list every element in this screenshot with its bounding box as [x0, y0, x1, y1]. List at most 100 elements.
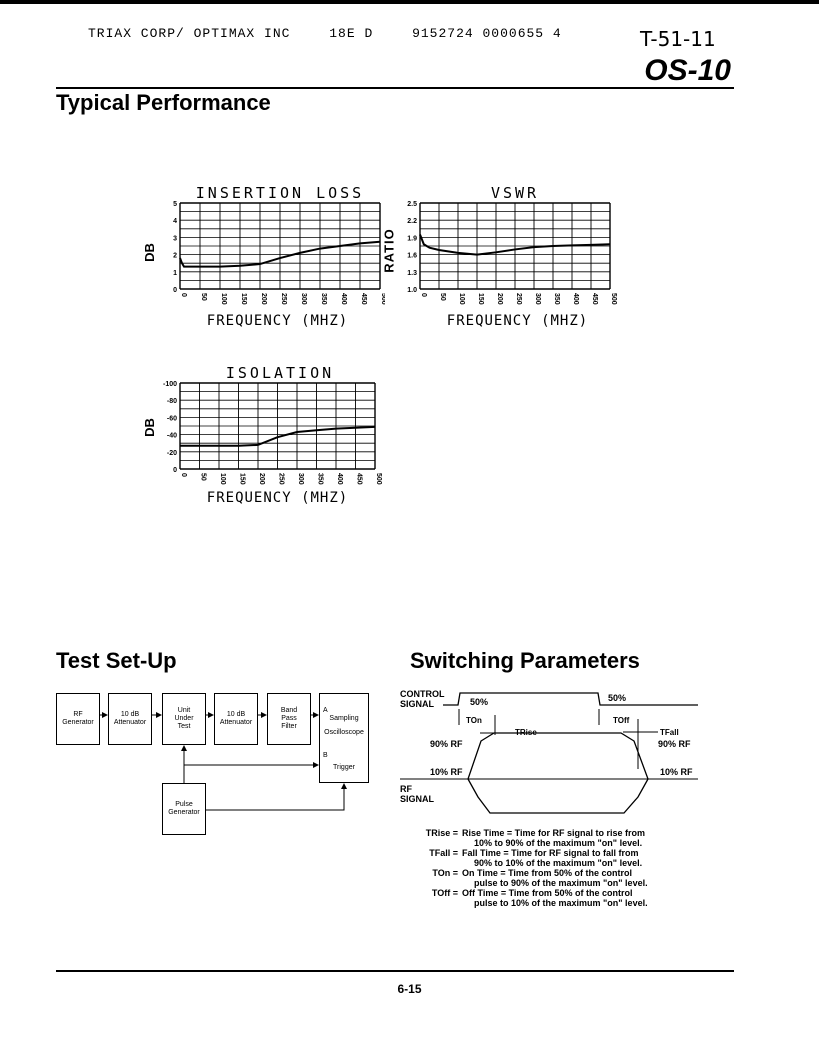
x-tick-label: 400 — [340, 293, 347, 305]
x-tick-label: 300 — [300, 293, 307, 305]
x-tick-label: 500 — [610, 293, 617, 305]
typical-performance-title: Typical Performance — [56, 90, 271, 115]
x-tick-label: 300 — [534, 293, 541, 305]
x-tick-label: 450 — [356, 473, 363, 485]
uut-label-3: Test — [177, 723, 191, 730]
pulse-generator-label-1: Pulse — [175, 801, 193, 808]
control-pulse-trace — [443, 692, 698, 706]
series-line — [180, 425, 376, 447]
definition-text: Rise Time = Time for RF signal to rise f… — [462, 828, 645, 848]
x-tick-label: 250 — [280, 293, 287, 305]
footer-rule — [56, 970, 734, 972]
y-tick-label: -20 — [167, 450, 177, 457]
y-tick-label: 0 — [173, 287, 177, 294]
attenuator-2-label-1: 10 dB — [226, 711, 246, 718]
series-line — [419, 234, 611, 256]
attenuator-1-label-2: Attenuator — [113, 719, 147, 726]
series-line — [179, 240, 381, 268]
chart-xlabel-isolation: FREQUENCY (MHZ) — [206, 490, 349, 506]
chart-xlabel-insertion-loss: FREQUENCY (MHZ) — [206, 313, 349, 329]
y-tick-label: -100 — [163, 381, 177, 388]
y-tick-label: 0 — [173, 467, 177, 474]
x-tick-label: 250 — [515, 293, 522, 305]
filter-label-3: Filter — [281, 723, 297, 730]
x-tick-label: 300 — [297, 473, 304, 485]
x-tick-label: 400 — [336, 473, 343, 485]
x-tick-label: 0 — [180, 473, 187, 477]
definition-text: Off Time = Time from 50% of the control … — [462, 888, 648, 908]
x-tick-label: 200 — [496, 293, 503, 305]
oscilloscope-box: A Sampling Oscilloscope B Trigger — [319, 693, 369, 783]
band-pass-filter-box: Band Pass Filter — [267, 693, 311, 745]
definition-symbol: TRise = — [425, 828, 458, 838]
rf-envelope-trace — [467, 732, 649, 780]
header-code-3: T-51-11 — [640, 27, 716, 51]
ton-label: TOn — [466, 716, 482, 725]
unit-under-test-box: Unit Under Test — [162, 693, 206, 745]
top-edge-rule — [0, 0, 819, 4]
pulse-generator-label-2: Generator — [168, 809, 200, 816]
x-tick-label: 150 — [240, 293, 247, 305]
rf-generator-label-1: RF — [73, 711, 83, 718]
port-b-label: B — [323, 752, 328, 759]
control-signal-label-1: CONTROL — [400, 689, 445, 699]
switching-timing-diagram: CONTROL SIGNAL 50% 50% TOn TOff TRise TF… — [400, 689, 698, 814]
uut-label-2: Under — [174, 715, 194, 722]
x-tick-label: 0 — [420, 293, 427, 297]
test-setup-title: Test Set-Up — [56, 648, 177, 673]
definition-text: Fall Time = Time for RF signal to fall f… — [462, 848, 643, 868]
company-name: TRIAX CORP/ OPTIMAX INC — [88, 26, 291, 41]
rf-signal-label-2: SIGNAL — [400, 794, 435, 804]
connector-pulse-trigger — [205, 783, 347, 811]
y-tick-label: -80 — [167, 398, 177, 405]
attenuator-1-label-1: 10 dB — [120, 711, 140, 718]
model-number: OS-10 — [644, 54, 731, 87]
y-tick-label: -40 — [167, 433, 177, 440]
y-tick-label: 1 — [173, 270, 177, 277]
y-tick-label: 5 — [173, 201, 177, 208]
attenuator-2-box: 10 dB Attenuator — [214, 693, 258, 745]
port-a-label: A — [323, 707, 328, 714]
y-tick-label: 1.9 — [407, 235, 417, 242]
x-tick-label: 150 — [239, 473, 246, 485]
rf-signal-label-1: RF — [400, 784, 412, 794]
definition-symbol: TFall = — [429, 848, 458, 858]
tfall-label: TFall — [660, 728, 679, 737]
chart-xlabel-vswr: FREQUENCY (MHZ) — [446, 313, 589, 329]
filter-label-1: Band — [280, 707, 298, 714]
definition-tfall: TFall = Fall Time = Time for RF signal t… — [420, 848, 672, 868]
chart-title-vswr: VSWR — [490, 184, 540, 202]
oscilloscope-label-2: Oscilloscope — [324, 729, 364, 736]
x-tick-label: 400 — [572, 293, 579, 305]
definition-toff: TOff = Off Time = Time from 50% of the c… — [420, 888, 672, 908]
rf90-right-label: 90% RF — [658, 739, 691, 749]
header-code-1: 18E D — [329, 26, 374, 41]
x-tick-label: 50 — [200, 473, 207, 481]
x-tick-label: 450 — [591, 293, 598, 305]
rf-generator-box: RF Generator — [56, 693, 100, 745]
chart-title-insertion-loss: INSERTION LOSS — [195, 184, 365, 202]
x-tick-label: 200 — [258, 473, 265, 485]
y-tick-label: 4 — [173, 218, 177, 225]
definition-symbol: TOff = — [431, 888, 458, 898]
y-tick-label: 2.2 — [407, 218, 417, 225]
toff-label: TOff — [613, 716, 630, 725]
fifty-percent-left: 50% — [470, 697, 488, 707]
definition-text: On Time = Time from 50% of the control p… — [462, 868, 648, 888]
oscilloscope-label-1: Sampling — [329, 715, 359, 722]
x-tick-label: 350 — [553, 293, 560, 305]
y-tick-label: 1.3 — [407, 270, 417, 277]
filter-label-2: Pass — [281, 715, 297, 722]
uut-label-1: Unit — [177, 707, 191, 714]
page-number: 6-15 — [397, 982, 422, 996]
x-tick-label: 0 — [180, 293, 187, 297]
test-setup-connections — [99, 712, 347, 811]
x-tick-label: 350 — [317, 473, 324, 485]
chart-title-isolation: ISOLATION — [225, 364, 335, 382]
attenuator-1-box: 10 dB Attenuator — [108, 693, 152, 745]
rf90-left-label: 90% RF — [430, 739, 463, 749]
definition-symbol: TOn = — [432, 868, 458, 878]
definition-trise: TRise = Rise Time = Time for RF signal t… — [420, 828, 672, 848]
